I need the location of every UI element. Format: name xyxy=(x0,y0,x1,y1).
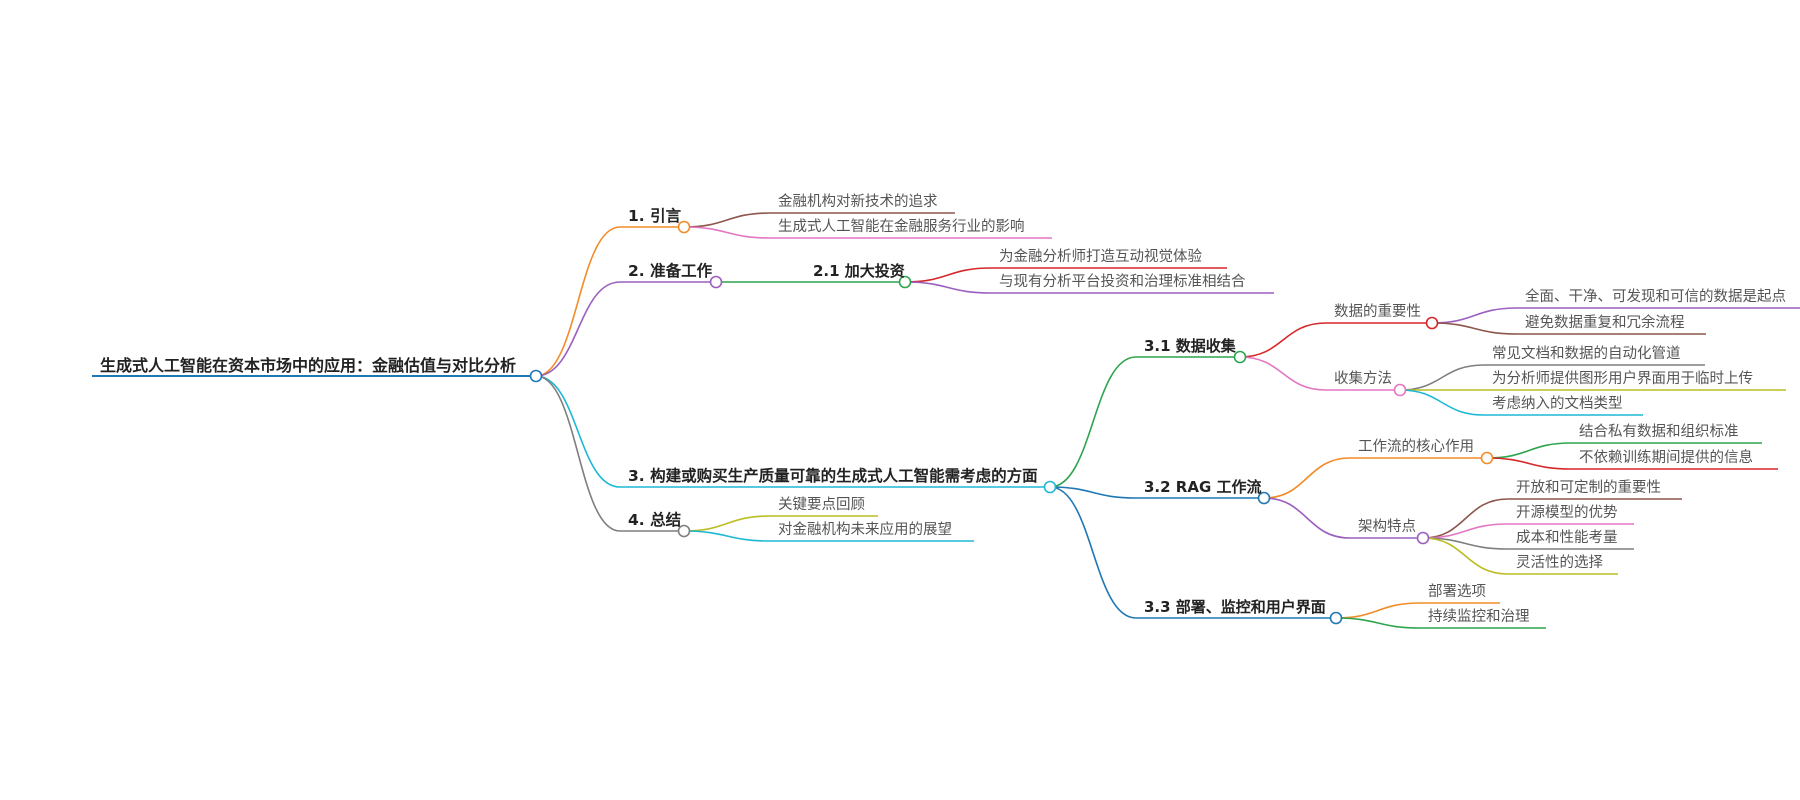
leaf-1-1: 金融机构对新技术的追求 xyxy=(778,194,938,210)
node-circle-node-architecture-features xyxy=(1416,531,1430,545)
edge-node-architecture-features xyxy=(1263,497,1351,539)
edge-leaf-3-3-2 xyxy=(1335,617,1421,629)
leaf-3-1-a-1: 全面、干净、可发现和可信的数据是起点 xyxy=(1525,289,1786,305)
node-data-importance: 数据的重要性 xyxy=(1334,304,1421,320)
edge-node-data-importance xyxy=(1239,322,1327,358)
leaf-3-2-b-1: 开放和可定制的重要性 xyxy=(1516,480,1661,496)
branch-3-3-deployment: 3.3 部署、监控和用户界面 xyxy=(1144,598,1326,616)
edge-node-workflow-core-role xyxy=(1263,457,1351,499)
node-collection-methods: 收集方法 xyxy=(1334,371,1392,387)
edge-leaf-2-1-1 xyxy=(904,267,992,283)
leaf-4-2: 对金融机构未来应用的展望 xyxy=(778,522,952,538)
leaf-1-2: 生成式人工智能在金融服务行业的影响 xyxy=(778,219,1025,235)
edge-leaf-4-1 xyxy=(683,515,771,532)
leaf-3-3-1: 部署选项 xyxy=(1428,584,1486,600)
branch-2-1-investment: 2.1 加大投资 xyxy=(813,262,905,280)
leaf-3-2-b-3: 成本和性能考量 xyxy=(1516,530,1618,546)
node-circle-branch-4-summary xyxy=(677,524,691,538)
leaf-3-1-b-3: 考虑纳入的文档类型 xyxy=(1492,396,1623,412)
edge-leaf-4-2 xyxy=(683,530,771,542)
edge-leaf-3-2-a-1 xyxy=(1486,442,1572,459)
branch-1-introduction: 1. 引言 xyxy=(628,207,682,225)
node-circle-node-collection-methods xyxy=(1393,383,1407,397)
node-circle-branch-3-2-rag-workflow xyxy=(1257,491,1271,505)
edge-branch-3-2-rag-workflow xyxy=(1049,486,1137,499)
leaf-3-2-a-1: 结合私有数据和组织标准 xyxy=(1579,424,1739,440)
edge-leaf-3-1-a-2 xyxy=(1431,322,1518,335)
edge-branch-3-1-data-collection xyxy=(1049,356,1137,488)
leaf-3-3-2: 持续监控和治理 xyxy=(1428,609,1530,625)
edge-leaf-3-1-b-3 xyxy=(1399,389,1485,416)
edge-leaf-3-3-1 xyxy=(1335,602,1421,619)
node-workflow-core-role: 工作流的核心作用 xyxy=(1358,439,1474,455)
edge-leaf-1-1 xyxy=(683,212,771,228)
node-circle-branch-1-introduction xyxy=(677,220,691,234)
node-circle-node-workflow-core-role xyxy=(1480,451,1494,465)
edge-leaf-2-1-2 xyxy=(904,281,992,294)
branch-3-2-rag-workflow: 3.2 RAG 工作流 xyxy=(1144,478,1262,496)
leaf-3-1-a-2: 避免数据重复和冗余流程 xyxy=(1525,315,1685,331)
node-circle-branch-3-1-data-collection xyxy=(1233,350,1247,364)
edge-leaf-3-1-b-1 xyxy=(1399,364,1485,391)
leaf-4-1: 关键要点回顾 xyxy=(778,497,865,513)
node-circle-branch-3-3-deployment xyxy=(1329,611,1343,625)
leaf-3-2-b-4: 灵活性的选择 xyxy=(1516,555,1603,571)
edge-branch-3-considerations xyxy=(535,375,621,488)
edge-leaf-1-2 xyxy=(683,226,771,239)
leaf-2-1-2: 与现有分析平台投资和治理标准相结合 xyxy=(999,274,1246,290)
node-circle-branch-2-1-investment xyxy=(898,275,912,289)
node-circle-branch-2-preparation xyxy=(709,275,723,289)
branch-3-1-data-collection: 3.1 数据收集 xyxy=(1144,337,1236,355)
node-circle-branch-3-considerations xyxy=(1043,480,1057,494)
node-circle-node-data-importance xyxy=(1425,316,1439,330)
node-circle-root-topic xyxy=(529,369,543,383)
edge-branch-1-introduction xyxy=(535,226,621,377)
node-architecture-features: 架构特点 xyxy=(1358,519,1416,535)
edge-leaf-3-2-b-4 xyxy=(1422,537,1509,575)
leaf-3-2-a-2: 不依赖训练期间提供的信息 xyxy=(1579,450,1753,466)
edge-branch-3-3-deployment xyxy=(1049,486,1137,619)
branch-3-considerations: 3. 构建或购买生产质量可靠的生成式人工智能需考虑的方面 xyxy=(628,467,1038,485)
edge-leaf-3-1-a-1 xyxy=(1431,307,1518,324)
edge-leaf-3-2-a-2 xyxy=(1486,457,1572,470)
edge-branch-4-summary xyxy=(535,375,621,532)
root-topic: 生成式人工智能在资本市场中的应用：金融估值与对比分析 xyxy=(100,356,517,375)
branch-2-preparation: 2. 准备工作 xyxy=(628,262,713,280)
edge-leaf-3-2-b-1 xyxy=(1422,498,1509,539)
edge-node-collection-methods xyxy=(1239,356,1327,391)
leaf-2-1-1: 为金融分析师打造互动视觉体验 xyxy=(999,249,1202,265)
edge-branch-2-preparation xyxy=(535,281,621,377)
leaf-3-1-b-2: 为分析师提供图形用户界面用于临时上传 xyxy=(1492,371,1753,387)
leaf-3-1-b-1: 常见文档和数据的自动化管道 xyxy=(1492,346,1681,362)
branch-4-summary: 4. 总结 xyxy=(628,511,682,529)
leaf-3-2-b-2: 开源模型的优势 xyxy=(1516,505,1618,521)
